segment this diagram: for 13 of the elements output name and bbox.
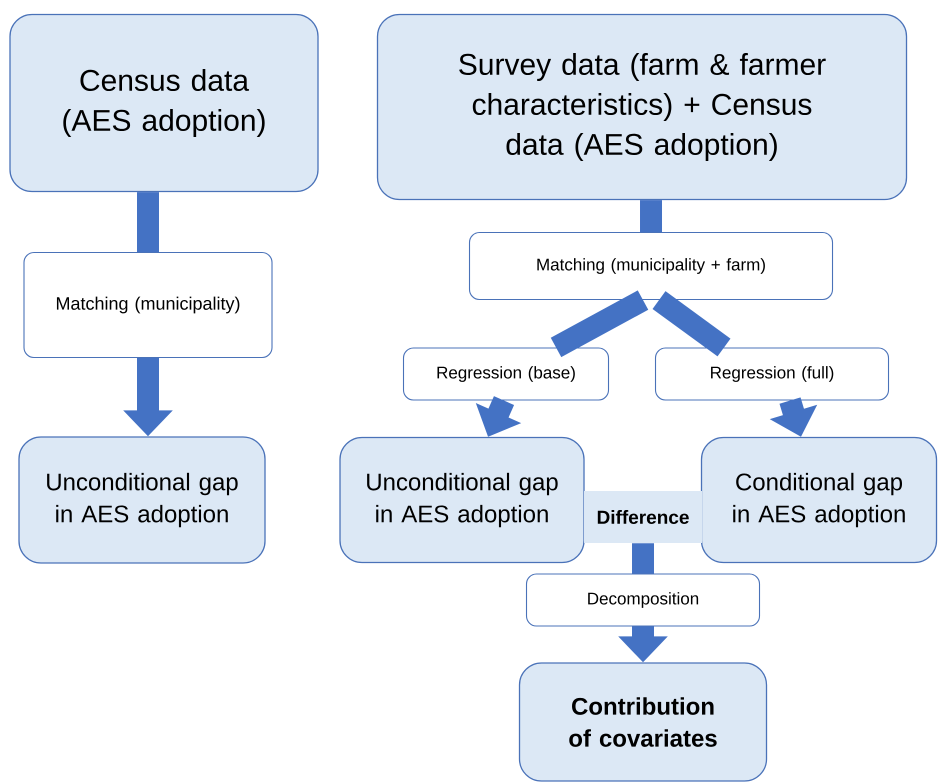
node-label: Difference (598, 510, 689, 524)
step-box: Matching (municipality) (23, 252, 273, 358)
data-box: Census data (AES adoption) (9, 14, 319, 192)
step-box: Decomposition (526, 573, 760, 627)
step-box: Regression (full) (654, 347, 890, 401)
data-box: Conditional gap in AES adoption (700, 436, 938, 564)
data-box: Contribution of covariates (518, 662, 768, 782)
data-box: Unconditional gap in AES adoption (18, 436, 266, 564)
step-box: Matching (municipality + farm) (468, 232, 834, 300)
data-box: Survey data (farm & farmer characteristics) + Census data (AES adoption) (376, 14, 908, 200)
label-band: Difference (584, 491, 702, 543)
step-box: Regression (base) (402, 347, 610, 401)
data-box: Unconditional gap in AES adoption (339, 436, 585, 564)
